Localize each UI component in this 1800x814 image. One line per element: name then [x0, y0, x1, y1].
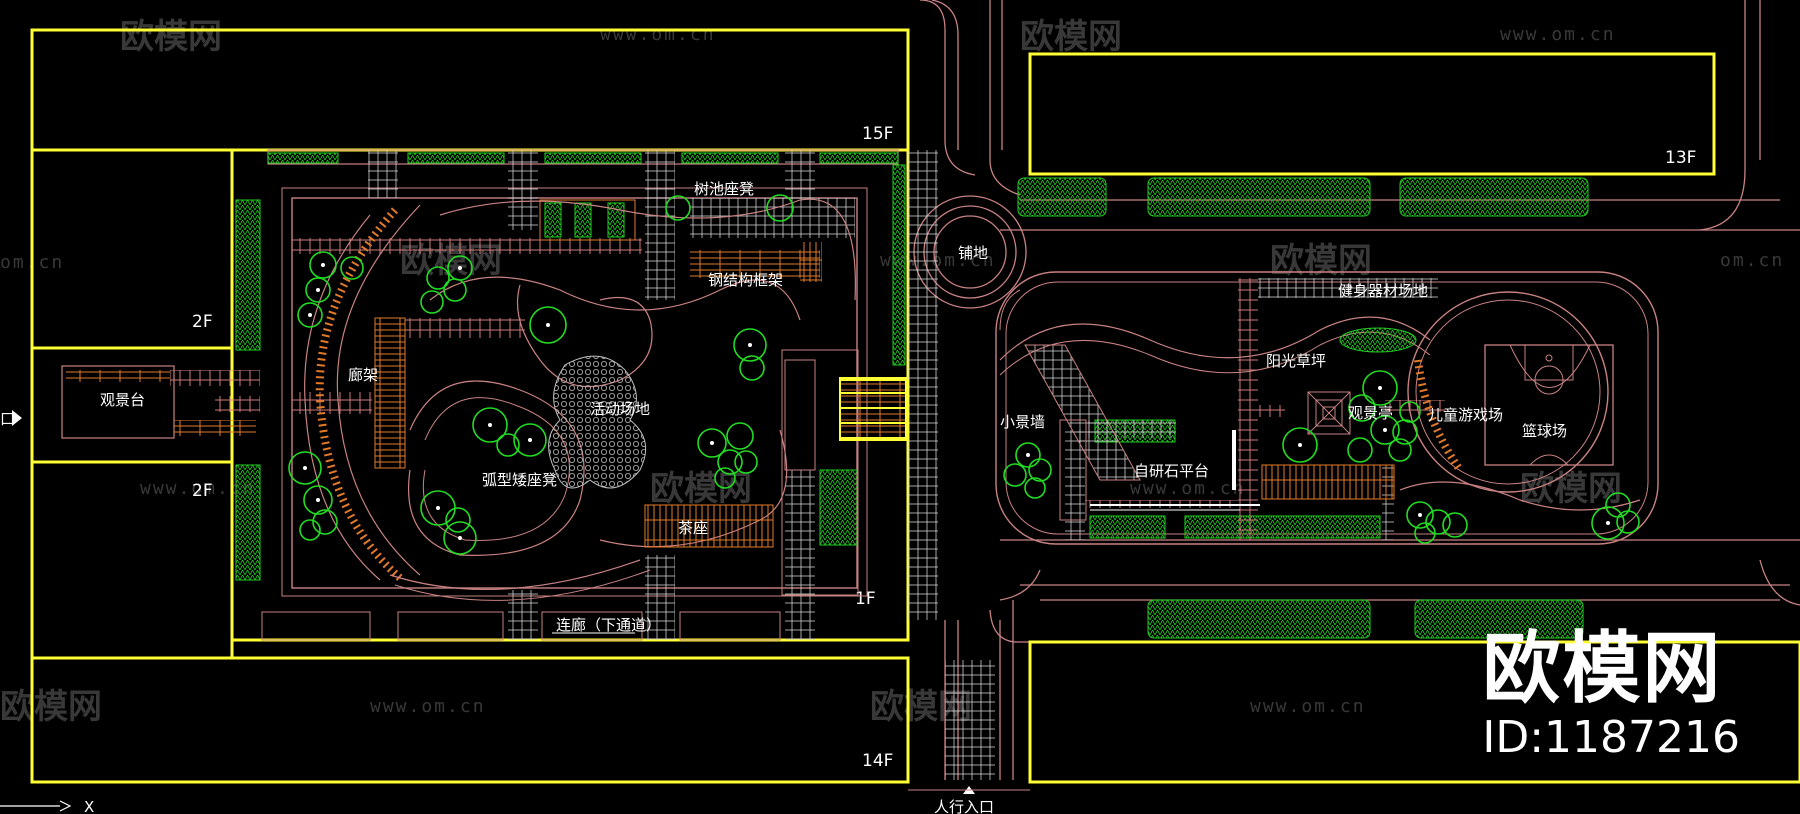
- corridor-label: 连廊（下通道）: [556, 616, 661, 634]
- watermark-url: www.om.cn: [140, 478, 256, 499]
- floor-label-1f: 1F: [855, 589, 876, 609]
- watermark-url: www.om.cn: [600, 24, 716, 45]
- axis-indicator: [0, 800, 72, 812]
- small-wall-label: 小景墙: [1000, 413, 1045, 431]
- pool-seat-label: 树池座凳: [694, 180, 754, 198]
- fitness-area-label: 健身器材场地: [1338, 282, 1428, 300]
- building-14f: [30, 656, 910, 784]
- watermark-url: www.om.cn: [1500, 24, 1616, 45]
- brand-watermark: 欧模网 ID:1187216: [1482, 630, 1740, 760]
- left-courtyard: [12, 149, 995, 780]
- paving-label: 铺地: [958, 244, 988, 262]
- floor-label-13f: 13F: [1665, 148, 1696, 168]
- entrance-marker: [908, 786, 1030, 794]
- basketball-court: [1484, 344, 1614, 466]
- arc-bench-label: 弧型矮座凳: [482, 471, 557, 489]
- watermark-brand: 欧模网: [0, 687, 102, 727]
- watermark-brand: 欧模网: [1270, 241, 1372, 281]
- kids-playground-label: 儿童游戏场: [1428, 406, 1503, 424]
- tree-centers-left: [303, 263, 752, 540]
- right-park: [995, 177, 1659, 639]
- activity-area-label: 活动场地: [590, 400, 650, 418]
- watermark-url: www.om.cn: [370, 696, 486, 717]
- trees-left: [288, 194, 794, 555]
- tree-centers-right: [1026, 386, 1610, 525]
- floor-label-15f: 15F: [862, 124, 893, 144]
- entrance-steps: [839, 377, 907, 439]
- building-bottom-right: [1028, 640, 1800, 784]
- basketball-court-label: 篮球场: [1522, 422, 1567, 440]
- watermark-url: om.cn: [1720, 250, 1784, 271]
- entrance-left-label: 口: [0, 410, 15, 428]
- brand-id: ID:1187216: [1482, 712, 1740, 763]
- trees-right: [1003, 370, 1640, 544]
- axis-x-label: X: [84, 798, 94, 814]
- sun-lawn-label: 阳光草坪: [1266, 352, 1326, 370]
- gallery-label: 廊架: [348, 366, 378, 384]
- watermark-brand: 欧模网: [650, 469, 752, 509]
- building-13f: [1028, 52, 1716, 176]
- viewing-deck-label: 观景台: [100, 391, 145, 409]
- watermark-url: www.om.cn: [1130, 478, 1246, 499]
- watermark-brand: 欧模网: [1520, 469, 1622, 509]
- floor-label-2f: 2F: [192, 312, 213, 332]
- watermark-url: www.om.cn: [1250, 696, 1366, 717]
- steel-frame-label: 钢结构框架: [708, 271, 783, 289]
- wood-platform-label: 自研石平台: [1134, 462, 1209, 480]
- entrance-label: 人行入口: [934, 798, 994, 814]
- watermark-brand: 欧模网: [1020, 17, 1122, 57]
- floor-label-2f: 2F: [192, 481, 213, 501]
- viewing-pavilion-label: 观景亭: [1348, 404, 1393, 422]
- tea-seat-label: 茶座: [678, 519, 708, 537]
- floor-label-14f: 14F: [862, 751, 893, 771]
- brand-name: 欧模网: [1482, 624, 1723, 714]
- watermark-brand: 欧模网: [120, 17, 222, 57]
